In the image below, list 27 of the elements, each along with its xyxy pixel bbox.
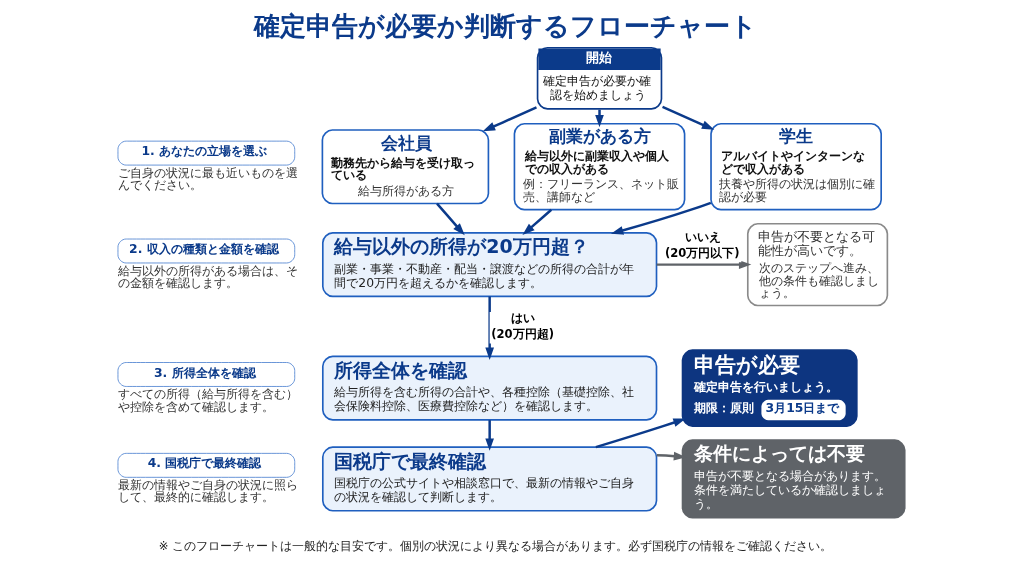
node-box: 所得全体を確認 給与所得を含む所得の合計や、各種控除（基礎控除、社会保険料控除、医療費控除など）を確認します。 (321, 355, 658, 421)
node-box: 学生 アルバイトやインターンなどで収入がある 扶養や所得の状況は個別に確認が必要 (710, 122, 882, 211)
node-box: 副業がある方 給与以外に副業収入や個人での収入がある 例：フリーランス、ネット販売、講師など (513, 122, 686, 211)
diagram-title: 確定申告が必要か判断するフローチャート (254, 10, 758, 42)
node-box: 国税庁で最終確認 国税庁の公式サイトや相談窓口で、最新の情報やご自身の状況を確認して判断します。 (321, 446, 658, 512)
label: ※ このフローチャートは一般的な目安です。個別の状況により異なる場合があります。必ず国税庁の情報をご確認ください。 (158, 538, 833, 553)
node-box: 条件によっては不要 申告が不要となる場合があります。条件を満たしているか確認しましょう。 (681, 439, 906, 519)
node-box: 給与以外の所得が20万円超？ 副業・事業・不動産・配当・譲渡などの所得の合計が年間で20万円を超えるかを確認します。 (321, 232, 658, 298)
node-label: 給与以外の所得がある場合は、その金額を確認します。 (117, 263, 298, 291)
edge-label: いいえ(20万円以下) (664, 229, 740, 260)
arrow (485, 420, 494, 451)
arrow (662, 105, 715, 130)
node-label: 最新の情報やご自身の状況に照らして、最終的に確認します。 (117, 478, 298, 505)
node-box: 申告が不要となる可能性が高いです。 次のステップへ進み、他の条件も確認しましょう。 (746, 222, 889, 307)
arrow (610, 201, 712, 235)
arrow (436, 202, 465, 236)
node-label: ご自身の状況に最も近いものを選んでください。 (117, 165, 298, 193)
node-box: 会社員 勤務先から給与を受け取っている 給与所得がある方 (321, 129, 490, 205)
arrow (522, 208, 553, 236)
node-box: 申告が必要 確定申告を行いましょう。 期限：原則 3月15日まで (681, 349, 858, 427)
arrow (485, 296, 494, 361)
arrow (656, 260, 752, 269)
arrow (482, 106, 537, 132)
arrow (595, 109, 604, 128)
arrow (595, 418, 686, 449)
edge-label: はい(20万円超) (491, 311, 554, 341)
node-label: すべての所得（給与所得を含む）や控除を含めて確認します。 (117, 387, 298, 414)
